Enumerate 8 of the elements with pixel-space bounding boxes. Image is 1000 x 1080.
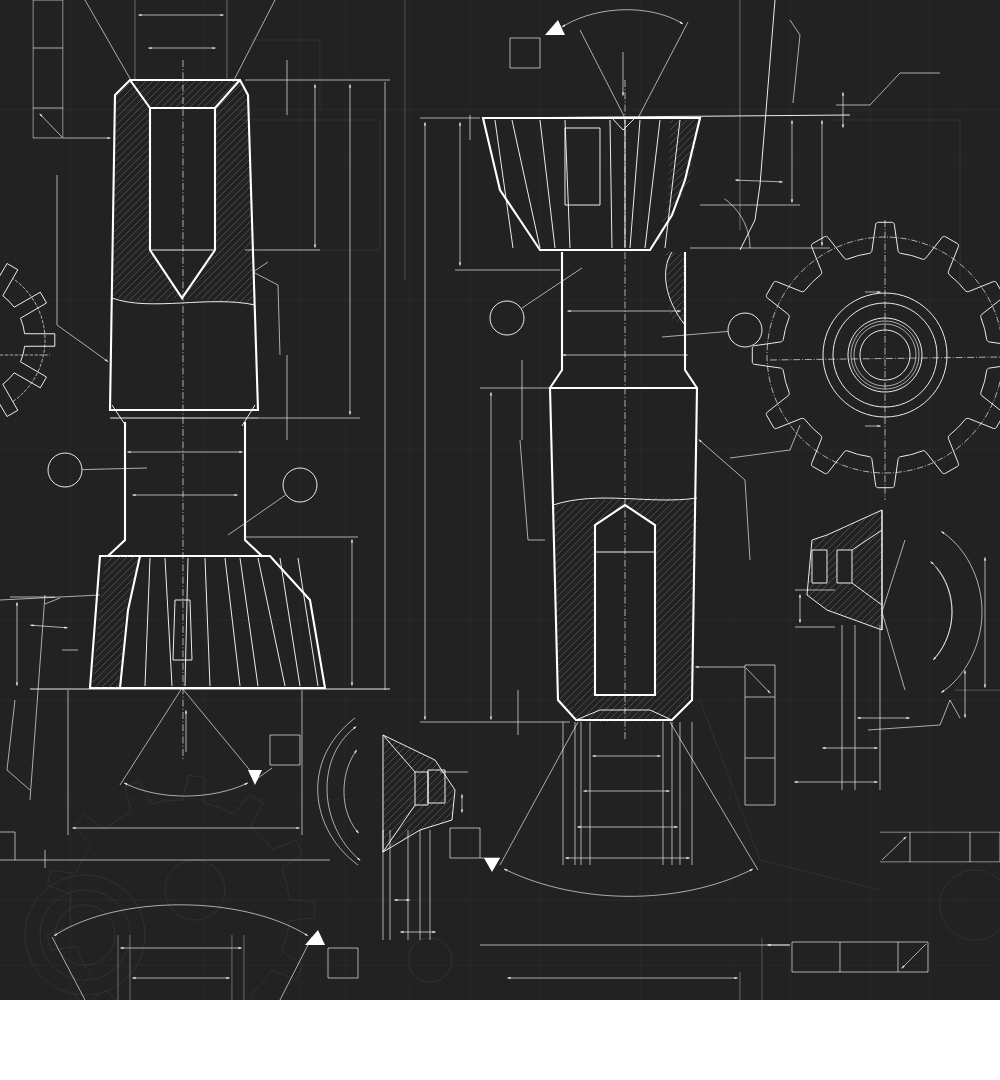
callout-circle xyxy=(47,452,83,488)
leader-line xyxy=(521,267,583,309)
callout-circle xyxy=(282,467,318,503)
callout-circle xyxy=(727,312,763,348)
leader-line xyxy=(661,331,728,338)
leader-line xyxy=(82,467,148,470)
callout-circle xyxy=(489,300,525,336)
leader-line xyxy=(227,494,286,536)
